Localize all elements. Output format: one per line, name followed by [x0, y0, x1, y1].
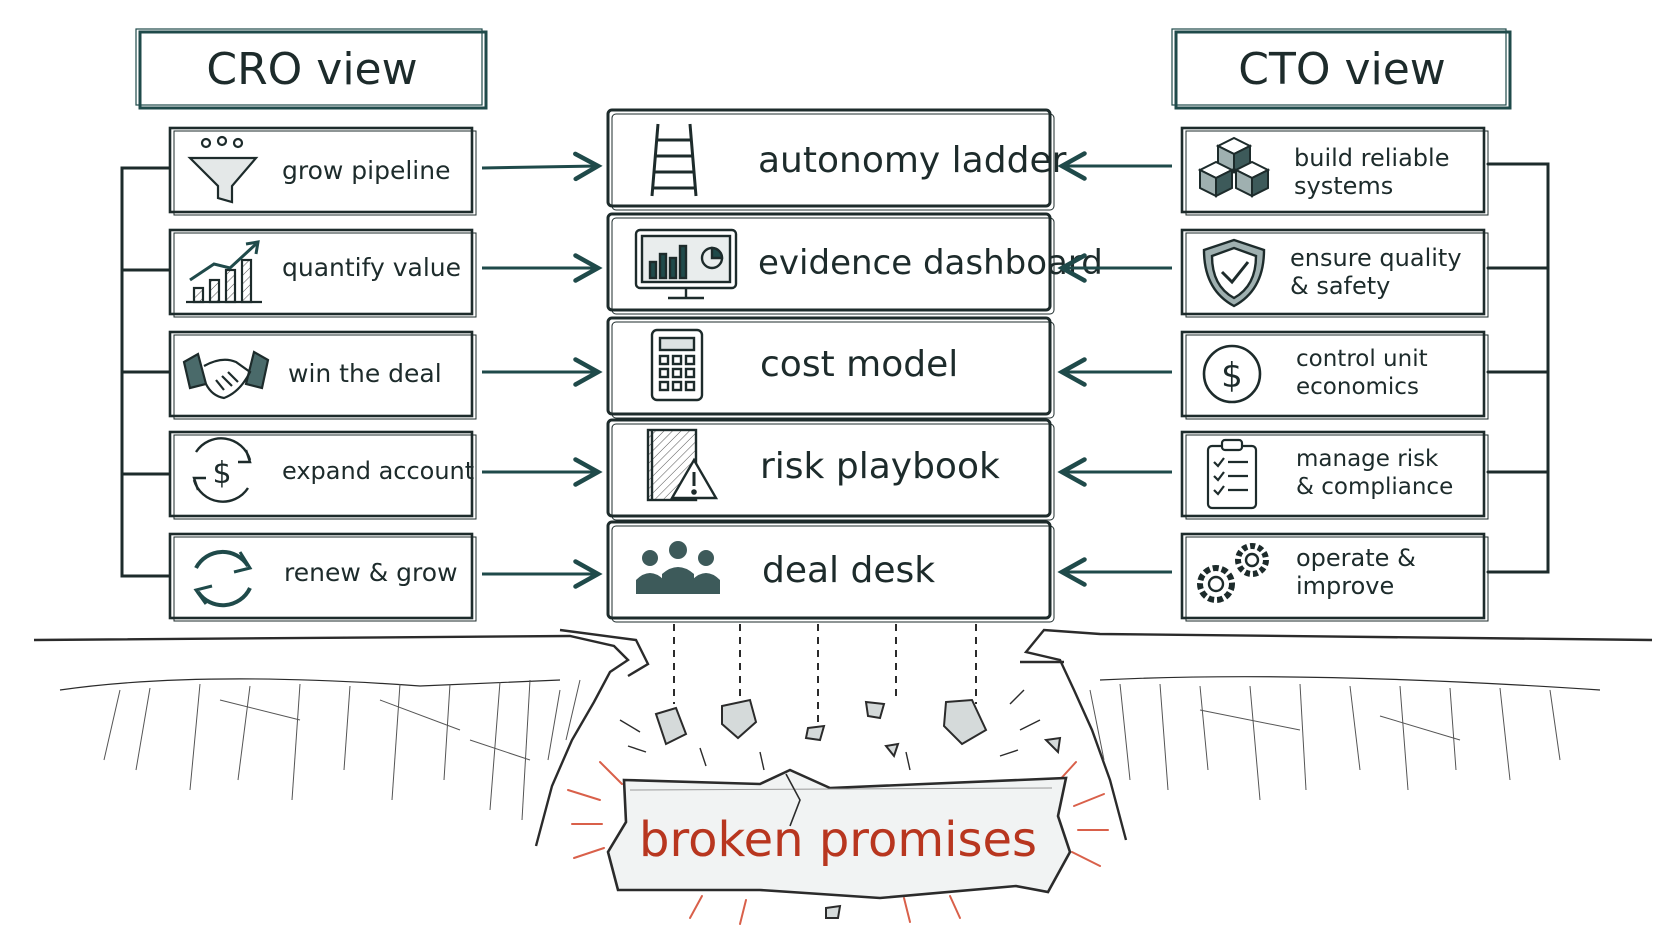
gears-icon	[1197, 543, 1269, 603]
cro-item-renew-grow: renew & grow	[168, 532, 477, 622]
cto-title: CTO view	[1238, 44, 1446, 95]
cro-arrows	[481, 151, 603, 589]
dollar-icon: $	[1202, 344, 1262, 404]
cto-item-label-line1: ensure quality	[1290, 244, 1462, 272]
cto-item-control-unit-economics: $ control unit economics	[1180, 330, 1489, 420]
right-cliff	[1020, 628, 1653, 841]
ladder-icon	[650, 123, 698, 197]
left-cliff	[33, 628, 650, 847]
center-item-label: cost model	[760, 344, 958, 385]
dashboard-monitor-icon	[634, 228, 738, 300]
cto-item-label-line1: build reliable	[1294, 144, 1449, 172]
cro-item-label: win the deal	[288, 359, 442, 388]
center-item-evidence-dashboard: evidence dashboard	[606, 212, 1103, 315]
cto-item-label-line2: systems	[1294, 172, 1393, 200]
cro-item-label: quantify value	[282, 253, 461, 282]
shield-check-icon	[1202, 238, 1266, 308]
center-item-label: autonomy ladder	[758, 140, 1067, 181]
cro-item-win-the-deal: win the deal	[168, 330, 477, 420]
cto-bracket	[1486, 162, 1550, 574]
cro-item-label: grow pipeline	[282, 156, 450, 185]
handshake-icon	[182, 350, 270, 400]
motion-marks	[619, 689, 1041, 771]
arrow-right	[481, 151, 603, 182]
cro-header: CRO view	[135, 28, 488, 110]
center-item-risk-playbook: risk playbook	[606, 418, 1055, 521]
broken-promises-label: broken promises	[639, 812, 1037, 868]
cto-item-label-line2: & compliance	[1296, 474, 1453, 500]
cto-item-operate-improve: operate & improve	[1180, 532, 1489, 622]
alarm-rays	[567, 761, 1109, 925]
cto-item-label-line2: improve	[1296, 572, 1394, 600]
cro-item-label: renew & grow	[284, 558, 458, 587]
cto-item-label-line1: manage risk	[1296, 446, 1439, 472]
refresh-icon	[193, 549, 253, 608]
cro-item-grow-pipeline: grow pipeline	[168, 126, 477, 216]
svg-text:$: $	[1221, 356, 1243, 396]
funnel-icon	[187, 135, 259, 204]
cto-item-label-line2: economics	[1296, 374, 1419, 400]
clipboard-checklist-icon	[1206, 438, 1258, 510]
growth-chart-icon	[186, 240, 262, 304]
drop-lines	[673, 624, 977, 726]
cto-item-label-line2: & safety	[1290, 272, 1390, 300]
cro-bracket	[120, 166, 172, 578]
center-item-label: deal desk	[762, 550, 935, 591]
warning-book-icon	[646, 428, 719, 502]
team-icon	[636, 541, 720, 594]
center-item-label: risk playbook	[760, 446, 1000, 487]
cro-item-quantify-value: quantify value	[168, 228, 477, 318]
calculator-icon	[650, 328, 704, 402]
svg-text:$: $	[212, 456, 231, 491]
cro-title: CRO view	[206, 44, 417, 95]
cto-header: CTO view	[1171, 28, 1512, 110]
center-item-deal-desk: deal desk	[606, 520, 1055, 623]
cto-item-build-reliable-systems: build reliable systems	[1180, 126, 1489, 216]
cto-arrows	[1057, 151, 1172, 587]
cto-item-ensure-quality-safety: ensure quality & safety	[1180, 228, 1489, 318]
dollar-cycle-icon: $	[192, 437, 252, 503]
cubes-icon	[1197, 136, 1271, 198]
center-item-autonomy-ladder: autonomy ladder	[606, 108, 1067, 211]
center-item-cost-model: cost model	[606, 316, 1055, 419]
cro-item-label: expand account	[282, 457, 474, 485]
cto-item-label-line1: operate &	[1296, 544, 1416, 572]
cro-item-expand-account: $ expand account	[168, 430, 477, 520]
cto-item-manage-risk-compliance: manage risk & compliance	[1180, 430, 1489, 520]
broken-promises-stone: broken promises	[567, 761, 1109, 925]
cto-item-label-line1: control unit	[1296, 346, 1428, 372]
center-item-label: evidence dashboard	[758, 243, 1103, 283]
falling-debris	[654, 698, 1062, 919]
